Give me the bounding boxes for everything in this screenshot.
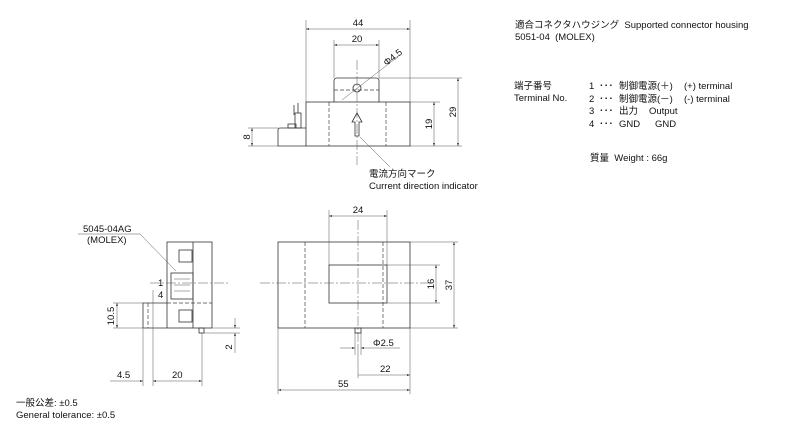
dim-19: 19 bbox=[424, 119, 435, 130]
front-view: 24 16 37 Φ2.5 22 55 bbox=[260, 205, 458, 394]
pin-4-label: 4 bbox=[158, 290, 163, 301]
current-direction-arrow-icon bbox=[351, 112, 363, 137]
dim-phi-4-5: Φ4.5 bbox=[382, 47, 405, 68]
terminal-desc-jp: GND bbox=[619, 118, 641, 130]
connector-part-label: 5045-04AG bbox=[83, 224, 132, 235]
dim-2: 2 bbox=[224, 344, 235, 349]
terminal-desc-en: Output bbox=[649, 106, 678, 117]
terminal-no: 1 bbox=[589, 81, 595, 92]
dim-24: 24 bbox=[353, 205, 364, 216]
terminal-dots: ･･･ bbox=[599, 118, 614, 130]
dim-20-top: 20 bbox=[352, 34, 363, 45]
dim-10-5: 10.5 bbox=[106, 307, 117, 326]
terminal-row: 4 ･･･ GND GND bbox=[589, 119, 732, 132]
indicator-label-en: Current direction indicator bbox=[369, 181, 478, 192]
weight-label: 質量 Weight : 66g bbox=[590, 153, 668, 164]
dim-8: 8 bbox=[242, 134, 253, 139]
terminal-desc-jp: 制御電源(＋) bbox=[619, 81, 673, 92]
dim-55: 55 bbox=[338, 379, 349, 390]
connector-maker-label: (MOLEX) bbox=[87, 235, 127, 246]
terminal-row: 3 ･･･ 出力 Output bbox=[589, 106, 732, 119]
tolerance-en: General tolerance: ±0.5 bbox=[16, 410, 116, 421]
terminal-dots: ･･･ bbox=[599, 81, 614, 92]
terminal-desc-jp: 制御電源(－) bbox=[619, 93, 673, 105]
terminal-no: 2 bbox=[589, 93, 595, 105]
dim-20-side: 20 bbox=[172, 370, 183, 381]
dim-phi-2-5: Φ2.5 bbox=[373, 338, 394, 349]
dim-22: 22 bbox=[380, 364, 391, 375]
connector-housing-line2: 5051-04 (MOLEX) bbox=[515, 32, 595, 43]
terminal-row: 2 ･･･ 制御電源(－) (-) terminal bbox=[589, 94, 732, 107]
terminal-desc-jp: 出力 bbox=[619, 106, 639, 117]
dim-29: 29 bbox=[448, 107, 459, 118]
pin-1-label: 1 bbox=[158, 278, 163, 289]
indicator-label-jp: 電流方向マーク bbox=[369, 168, 436, 180]
terminal-no: 4 bbox=[589, 118, 595, 130]
terminal-desc-en: (+) terminal bbox=[684, 81, 733, 92]
dim-44: 44 bbox=[353, 18, 364, 29]
terminal-label-en: Terminal No. bbox=[514, 93, 568, 104]
connector-housing-line1: 適合コネクタハウジング Supported connector housing bbox=[515, 20, 749, 31]
dim-16: 16 bbox=[426, 279, 437, 290]
terminal-list: 1 ･･･ 制御電源(＋) (+) terminal 2 ･･･ 制御電源(－)… bbox=[589, 81, 732, 131]
top-view: 44 20 Φ4.5 19 29 8 電流方向マーク Current direc… bbox=[242, 18, 478, 192]
dim-4-5: 4.5 bbox=[117, 370, 130, 381]
terminal-desc-en: (-) terminal bbox=[684, 93, 730, 105]
side-view: 5045-04AG (MOLEX) 1 4 10.5 2 4.5 20 bbox=[78, 224, 240, 386]
terminal-dots: ･･･ bbox=[599, 93, 614, 105]
terminal-row: 1 ･･･ 制御電源(＋) (+) terminal bbox=[589, 81, 732, 94]
terminal-dots: ･･･ bbox=[599, 106, 614, 117]
terminal-no: 3 bbox=[589, 106, 595, 117]
terminal-desc-en: GND bbox=[655, 118, 677, 130]
dim-37: 37 bbox=[444, 280, 455, 291]
terminal-label-jp: 端子番号 bbox=[514, 81, 553, 92]
tolerance-jp: 一般公差: ±0.5 bbox=[16, 398, 78, 409]
